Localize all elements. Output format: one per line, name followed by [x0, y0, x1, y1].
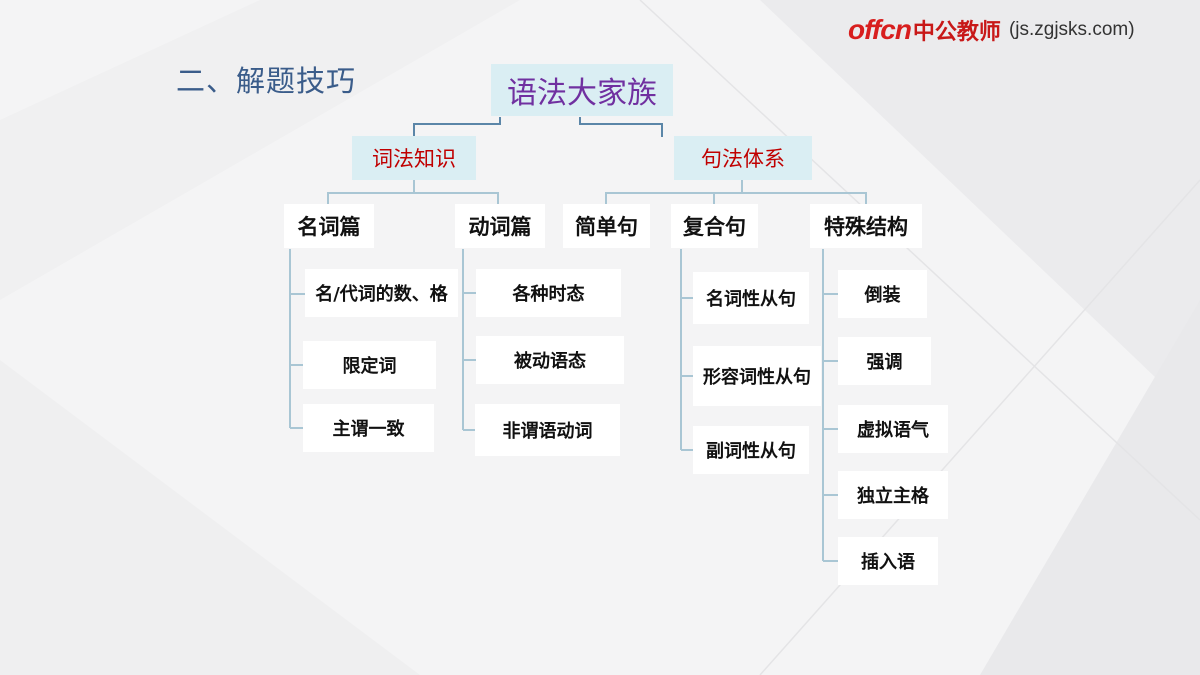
leaf-node: 非谓语动词	[475, 404, 620, 456]
logo-offcn-text: offcn	[848, 14, 912, 45]
leaf-node: 副词性从句	[693, 426, 809, 474]
connector-line	[413, 117, 501, 137]
leaf-node: 倒装	[838, 270, 927, 318]
leaf-node: 名词性从句	[693, 272, 809, 324]
leaf-node: 插入语	[838, 537, 938, 585]
connector-line	[579, 117, 663, 137]
section-title: 二、解题技巧	[176, 64, 357, 98]
leaf-node: 独立主格	[838, 471, 948, 519]
brand-logo: offcn 中公教师 (js.zgjsks.com)	[848, 12, 1135, 48]
connector-line	[822, 249, 838, 562]
group-node-special-structure: 特殊结构	[810, 204, 922, 248]
leaf-node: 被动语态	[476, 336, 624, 384]
group-node-complex-sentence: 复合句	[671, 204, 758, 248]
connector-line	[680, 249, 693, 451]
leaf-node: 形容词性从句	[693, 346, 821, 406]
branch-node-lexical: 词法知识	[352, 136, 476, 180]
branch-node-syntax: 句法体系	[674, 136, 812, 180]
leaf-node: 限定词	[303, 341, 436, 389]
group-node-verb: 动词篇	[455, 204, 545, 248]
connector-line	[605, 192, 867, 205]
leaf-node: 强调	[838, 337, 931, 385]
leaf-node: 各种时态	[476, 269, 621, 317]
leaf-node: 虚拟语气	[838, 405, 948, 453]
logo-url-text: (js.zgjsks.com)	[1008, 19, 1135, 40]
root-node: 语法大家族	[491, 64, 673, 116]
connector-line	[289, 249, 305, 429]
group-node-noun: 名词篇	[284, 204, 374, 248]
connector-line	[462, 249, 476, 431]
logo-name-text: 中公教师	[912, 20, 1001, 45]
leaf-node: 主谓一致	[303, 404, 434, 452]
leaf-node: 名/代词的数、格	[305, 269, 458, 317]
group-node-simple-sentence: 简单句	[563, 204, 650, 248]
